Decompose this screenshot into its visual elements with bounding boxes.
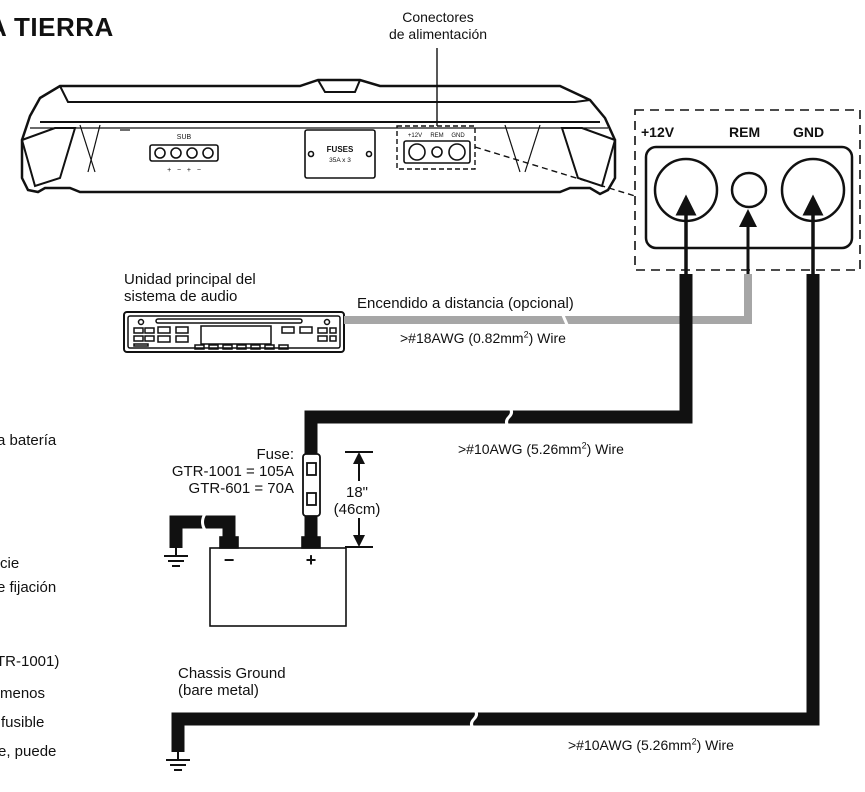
fuse-label-gtr601: GTR-601 = 70A <box>188 480 294 497</box>
remote-turn-on-label: Encendido a distancia (opcional) <box>357 295 574 312</box>
fuses-label: FUSES <box>327 145 354 154</box>
page-heading: A TIERRA <box>0 12 114 42</box>
amp-terminal-rem: REM <box>430 133 443 139</box>
chassis-ground-label-line1: Chassis Ground <box>178 665 286 682</box>
distance-dimension <box>345 451 373 548</box>
amp-terminal-gnd: GND <box>451 133 465 139</box>
fuses-rating: 35A x 3 <box>329 157 351 164</box>
left-text-fragment: e, puede <box>0 743 57 760</box>
ground-symbol-chassis <box>166 752 190 771</box>
ground-wire-break <box>470 707 478 731</box>
ground-wire <box>171 274 820 752</box>
sub-label: SUB <box>177 134 192 141</box>
chassis-ground-label: Chassis Ground (bare metal) <box>178 665 286 699</box>
battery-ground-break <box>201 513 207 531</box>
battery-minus-sign: − <box>224 550 235 570</box>
fuse-label-title: Fuse: <box>256 446 294 463</box>
fuse-label: Fuse: GTR-1001 = 105A GTR-601 = 70A <box>120 446 294 497</box>
amplifier <box>20 78 617 196</box>
terminal-label-rem: REM <box>729 124 761 140</box>
connectors-label-line2: de alimentación <box>388 26 488 42</box>
amp-power-terminals <box>403 140 471 164</box>
sub-connector <box>149 144 219 162</box>
inline-fuse-holder <box>302 453 321 517</box>
connectors-label: Conectores de alimentación <box>363 9 513 43</box>
battery <box>209 536 347 627</box>
connectors-label-line1: Conectores <box>402 9 474 25</box>
distance-label-cm: (46cm) <box>333 501 381 518</box>
ground-symbol-battery <box>164 548 188 567</box>
left-text-fragment: cie <box>0 555 20 572</box>
wire-10awg-ground-label: >#10AWG (5.26mm2) Wire <box>568 736 734 753</box>
wire-18awg-label: >#18AWG (0.82mm2) Wire <box>400 329 566 346</box>
amp-terminal-12v: +12V <box>408 133 422 139</box>
left-text-fragment: e fijación <box>0 579 57 596</box>
chassis-ground-label-line2: (bare metal) <box>178 682 259 699</box>
remote-wire <box>344 274 752 324</box>
terminal-label-gnd: GND <box>793 124 825 140</box>
head-unit-label: Unidad principal del sistema de audio <box>124 271 256 305</box>
zoom-callout-line <box>474 146 636 197</box>
terminal-rem-socket <box>730 171 768 209</box>
power-wire <box>304 274 693 460</box>
head-unit <box>123 311 345 353</box>
distance-label: 18" (46cm) <box>323 484 391 518</box>
wire-10awg-power-label: >#10AWG (5.26mm2) Wire <box>458 440 624 457</box>
head-unit-label-line2: sistema de audio <box>124 288 238 305</box>
fuses-box <box>304 129 376 179</box>
remote-wire-break <box>560 312 570 328</box>
left-text-fragment: menos <box>0 685 46 702</box>
left-text-fragment: fusible <box>1 714 45 731</box>
left-text-fragment: TR-1001) <box>0 653 60 670</box>
head-unit-label-line1: Unidad principal del <box>124 271 256 288</box>
power-wire-break <box>505 405 513 429</box>
terminal-label-12v: +12V <box>641 124 675 140</box>
fuse-label-gtr1001: GTR-1001 = 105A <box>171 463 294 480</box>
battery-plus-sign: + <box>306 550 317 570</box>
distance-label-inches: 18" <box>345 484 368 501</box>
sub-polarity-signs: + − + − <box>167 167 201 174</box>
left-text-fragment: a batería <box>0 432 57 449</box>
